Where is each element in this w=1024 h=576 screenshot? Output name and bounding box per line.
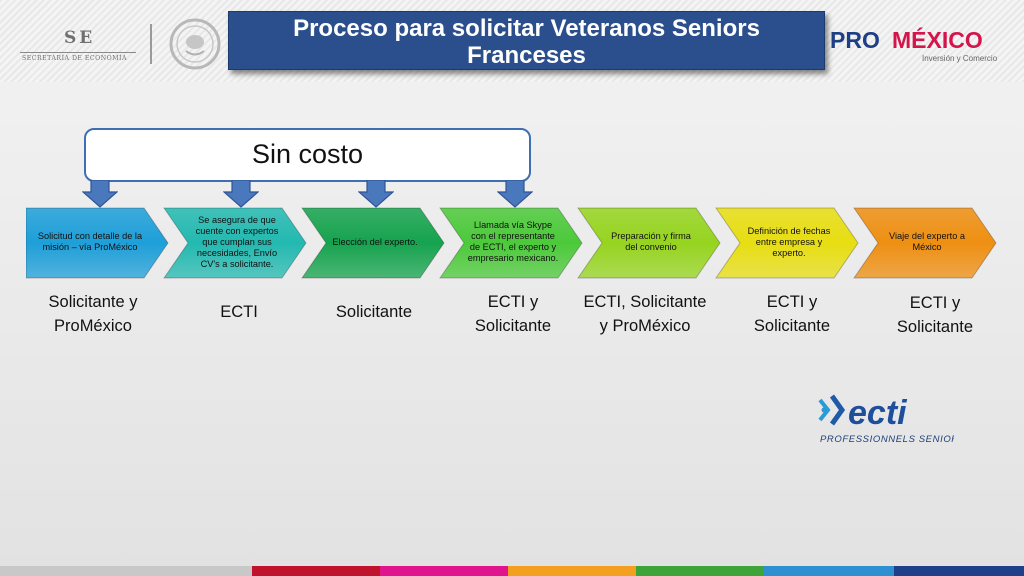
process-step-text: Preparación y firma del convenio	[611, 231, 691, 252]
footer-color-segment	[636, 566, 764, 576]
se-logo-abbr: SE	[64, 28, 96, 48]
promexico-logo-mexico: MÉXICO	[892, 26, 983, 53]
ecti-logo: ecti PROFESSIONNELS SENIORS	[818, 394, 954, 445]
promexico-logo-tagline: Inversión y Comercio	[922, 54, 998, 63]
responsible-label: ECTI	[220, 303, 258, 321]
process-step-text: Definición de fechas entre empresa y exp…	[747, 225, 831, 258]
process-step-chevron	[715, 207, 859, 279]
ecti-logo-name: ecti	[848, 394, 908, 432]
title-line-2: Franceses	[467, 42, 586, 69]
process-step-chevron	[853, 207, 997, 279]
process-chevrons	[26, 207, 997, 279]
logo-divider	[150, 24, 152, 64]
process-step-chevron	[163, 207, 307, 279]
footer-color-segment	[252, 566, 380, 576]
responsible-label: Solicitante	[335, 303, 413, 321]
footer-color-segment	[764, 566, 894, 576]
promexico-logo: PRO MÉXICO Inversión y Comercio	[830, 26, 998, 63]
down-arrow-icon	[358, 180, 394, 208]
down-arrow-icon	[223, 180, 259, 208]
slide-title: Proceso para solicitar Veteranos Seniors…	[228, 11, 825, 70]
title-line-1: Proceso para solicitar Veteranos Seniors	[293, 15, 760, 42]
process-step-text: Solicitud con detalle de la misión – vía…	[37, 231, 143, 252]
process-step-chevron	[439, 207, 583, 279]
process-step-chevron	[26, 207, 169, 279]
process-step-chevron	[301, 207, 445, 279]
national-seal-icon	[169, 18, 221, 70]
down-arrow-icon	[82, 180, 118, 208]
process-step-text: Llamada vía Skype con el representante d…	[467, 220, 559, 263]
footer-color-segment	[0, 566, 252, 576]
se-logo: SE SECRETARÍA DE ECONOMÍA	[16, 20, 136, 68]
footer-color-bar	[0, 566, 1024, 576]
footer-color-segment	[380, 566, 508, 576]
process-step-text: Viaje del experto a México	[889, 231, 965, 252]
promexico-logo-pro: PRO	[830, 27, 880, 53]
down-arrow-icon	[497, 180, 533, 208]
footer-color-segment	[508, 566, 636, 576]
footer-color-segment	[894, 566, 1024, 576]
process-step-text: Se asegura de que cuente con expertos qu…	[195, 214, 279, 269]
process-step-text: Elección del experto.	[332, 236, 418, 247]
se-logo-name: SECRETARÍA DE ECONOMÍA	[22, 55, 127, 62]
cost-bracket: Sin costo	[84, 128, 531, 182]
cost-label: Sin costo	[251, 139, 364, 169]
ecti-logo-tagline: PROFESSIONNELS SENIORS	[820, 434, 954, 445]
process-step-chevron	[577, 207, 721, 279]
